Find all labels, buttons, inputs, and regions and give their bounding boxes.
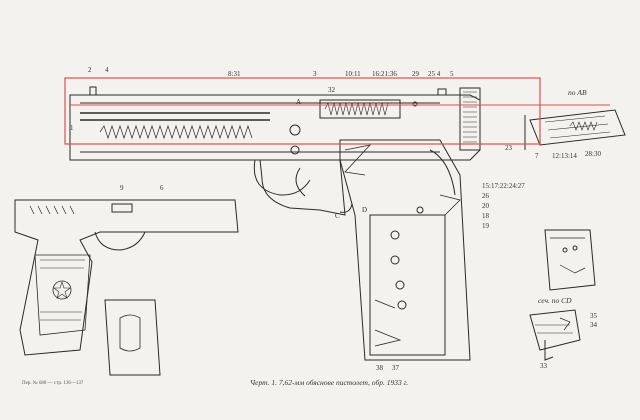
callout-35: 35	[590, 312, 598, 320]
callout-32: 32	[328, 86, 336, 94]
highlight-boxes	[64, 77, 610, 145]
section-cd-detail	[529, 309, 581, 361]
callout-8-31: 8:31	[228, 70, 241, 78]
callout-26: 26	[482, 192, 490, 200]
slide-section	[69, 86, 481, 161]
callout-9: 9	[120, 184, 124, 192]
callout-19: 19	[482, 222, 490, 230]
frame-section	[210, 139, 471, 361]
callout-10-11: 10:11	[345, 70, 361, 78]
side-view-pistol	[14, 199, 239, 376]
callout-37: 37	[392, 364, 400, 372]
callout-3: 3	[313, 70, 317, 78]
callout-7: 7	[535, 152, 539, 160]
callout-25-4: 25 4	[428, 70, 441, 78]
callout-34: 34	[590, 321, 598, 329]
letter-a: A	[296, 98, 301, 106]
highlight-slide	[64, 77, 541, 145]
callout-2: 2	[88, 66, 92, 74]
callout-28-30: 28:30	[585, 150, 601, 158]
callout-6: 6	[160, 184, 164, 192]
callout-38: 38	[376, 364, 384, 372]
letter-d: D	[362, 206, 367, 214]
section-cd-label: сеч. по CD	[538, 296, 572, 305]
callout-labels: 1 2 4 8:31 3 10:11 16:21:36 29 25 4 5 32…	[70, 66, 601, 372]
section-ab-label: по AB	[568, 88, 587, 97]
callout-23: 23	[505, 144, 513, 152]
callout-29: 29	[412, 70, 420, 78]
callout-18: 18	[482, 212, 490, 220]
callout-15-17: 15:17:22:24:27	[482, 182, 525, 190]
callout-33: 33	[540, 362, 548, 370]
letter-c: C	[335, 212, 340, 220]
callout-20: 20	[482, 202, 490, 210]
callout-4: 4	[105, 66, 109, 74]
callout-16-21-36: 16:21:36	[372, 70, 397, 78]
callout-5: 5	[450, 70, 454, 78]
callout-12-13-14: 12:13:14	[552, 152, 577, 160]
figure-caption: Черт. 1. 7,62-мм обяснове пистолет, обр.…	[250, 378, 408, 387]
callout-1: 1	[70, 124, 74, 132]
footer-note: Пер. № 680 — стр. 136—137	[22, 380, 84, 386]
magazine-catch-detail	[544, 229, 596, 291]
